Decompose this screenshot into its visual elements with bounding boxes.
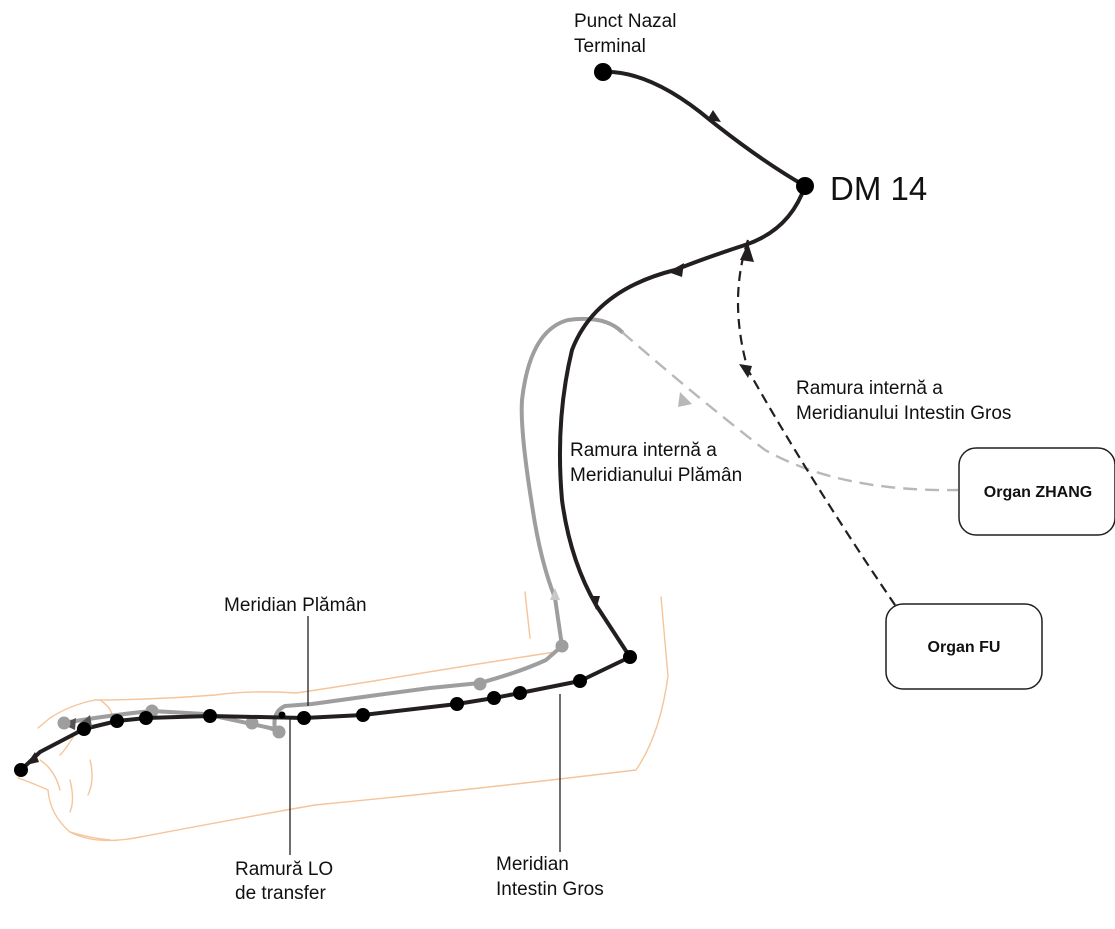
organ-zhang-label: Organ ZHANG xyxy=(984,484,1092,501)
lung-meridian-points xyxy=(57,639,569,739)
li-internal-label-line1: Ramura internă a xyxy=(796,378,943,399)
nasal-point-label-line2: Terminal xyxy=(574,36,646,57)
organ-zhang-box: Organ ZHANG xyxy=(958,447,1115,536)
labels: Punct Nazal Terminal DM 14 Ramura intern… xyxy=(224,11,1011,904)
li-internal-label-line2: Meridianului Intestin Gros xyxy=(796,403,1011,424)
dm14-label: DM 14 xyxy=(830,170,927,207)
li-meridian-label-line2: Intestin Gros xyxy=(496,879,604,900)
lung-meridian xyxy=(62,316,624,734)
organ-fu-label: Organ FU xyxy=(928,639,1001,656)
arm-outline xyxy=(17,591,669,842)
nasal-point-label-line1: Punct Nazal xyxy=(574,11,676,32)
lung-meridian-label: Meridian Plămân xyxy=(224,595,367,616)
lung-internal-label-line2: Meridianului Plămân xyxy=(570,465,742,486)
li-meridian-label-line1: Meridian xyxy=(496,854,569,875)
lung-internal-branch xyxy=(621,331,959,492)
lo-branch-label-line1: Ramură LO xyxy=(235,859,333,880)
lung-internal-label-line1: Ramura internă a xyxy=(570,440,717,461)
lo-branch-label-line2: de transfer xyxy=(235,883,326,904)
large-intestine-points xyxy=(14,63,814,777)
li-internal-branch xyxy=(736,239,896,606)
organ-fu-box: Organ FU xyxy=(885,603,1043,690)
large-intestine-meridian xyxy=(19,69,807,772)
leader-lines xyxy=(289,616,561,855)
